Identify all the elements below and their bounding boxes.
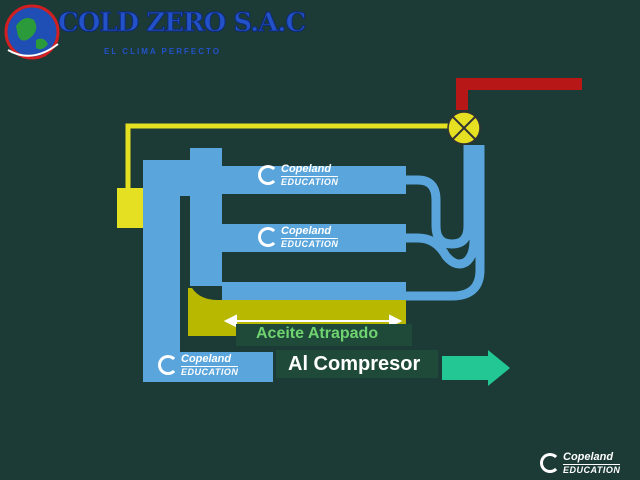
copeland-c-icon [258,227,278,247]
oil-trapped-label: Aceite Atrapado [256,325,379,342]
copeland-logo-bottom: Copeland EDUCATION [158,353,239,377]
yellow-sensing-line [125,123,450,188]
oil-span-arrow [223,314,403,328]
copeland-line1: Copeland [181,353,239,367]
copeland-c-icon [258,165,278,185]
compressor-label-bg [276,350,438,378]
brand-tagline: EL CLIMA PERFECTO [104,47,221,56]
copeland-line1: Copeland [281,163,339,177]
copeland-c-icon [158,355,178,375]
copeland-line1: Copeland [563,451,621,465]
globe-logo-icon [4,4,60,60]
copeland-c-icon [540,453,560,473]
valve-x-icon [447,111,481,145]
inner-gap [180,196,190,352]
copeland-logo-middle: Copeland EDUCATION [258,225,339,249]
yellow-bulb [117,188,143,228]
blue-tubes [404,145,485,301]
copeland-line2: EDUCATION [281,176,339,187]
copeland-line1: Copeland [281,225,339,239]
copeland-logo-top: Copeland EDUCATION [258,163,339,187]
brand-name: COLD ZERO S.A.C [57,8,306,39]
copeland-line2: EDUCATION [281,238,339,249]
arrow-right-icon [442,350,510,386]
copeland-line2: EDUCATION [181,366,239,377]
red-pipe [456,78,582,110]
to-compressor-label: Al Compresor [288,353,421,375]
copeland-line2: EDUCATION [563,464,621,475]
oil-label-bg [236,324,412,346]
copeland-watermark: Copeland EDUCATION [540,451,621,475]
